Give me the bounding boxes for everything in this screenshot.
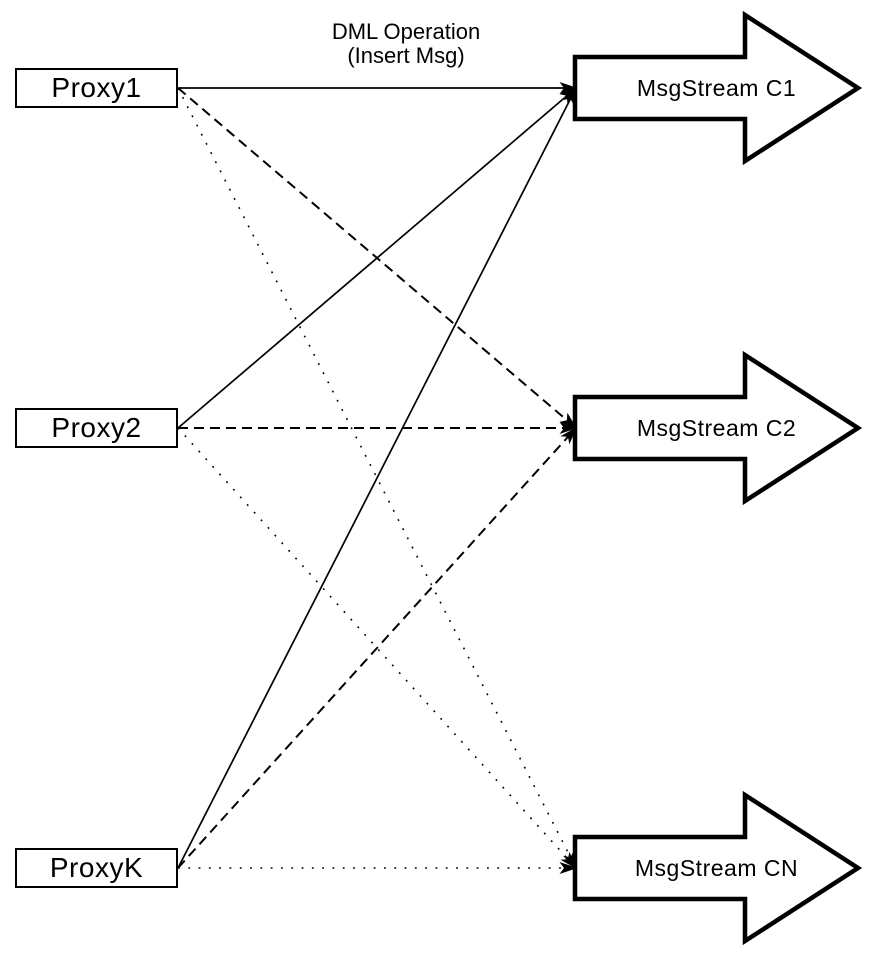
edge-proxyk-c1: [177, 86, 577, 869]
proxy-node-proxyk-label: ProxyK: [49, 852, 144, 883]
stream-arrow-shapes: [572, 10, 863, 946]
stream-label-c1: MsgStream C1: [636, 75, 797, 101]
edge-proxy2-cn: [177, 427, 578, 870]
edge-proxy1-cn: [177, 87, 577, 870]
connection-lines-layer: [177, 82, 578, 874]
proxy-node-proxy1-label: Proxy1: [51, 72, 142, 103]
proxy-node-proxy2-label: Proxy2: [51, 412, 142, 443]
proxy-node-proxyk: ProxyK: [15, 848, 178, 888]
dml-annotation-line1: DML Operation: [331, 19, 481, 44]
edge-proxy2-c1: [177, 87, 578, 429]
proxy-node-proxy1: Proxy1: [15, 68, 178, 108]
edge-proxyk-c2: [177, 426, 578, 869]
stream-label-c2: MsgStream C2: [636, 415, 797, 441]
dml-annotation: DML Operation (Insert Msg): [332, 20, 480, 68]
proxy-node-proxy2: Proxy2: [15, 408, 178, 448]
stream-arrow-shape-c1: [572, 10, 863, 166]
stream-label-cn: MsgStream CN: [634, 855, 799, 881]
stream-arrow-shape-cn: [572, 790, 863, 946]
dml-annotation-line2: (Insert Msg): [347, 43, 465, 68]
stream-arrow-shape-c2: [572, 350, 863, 506]
